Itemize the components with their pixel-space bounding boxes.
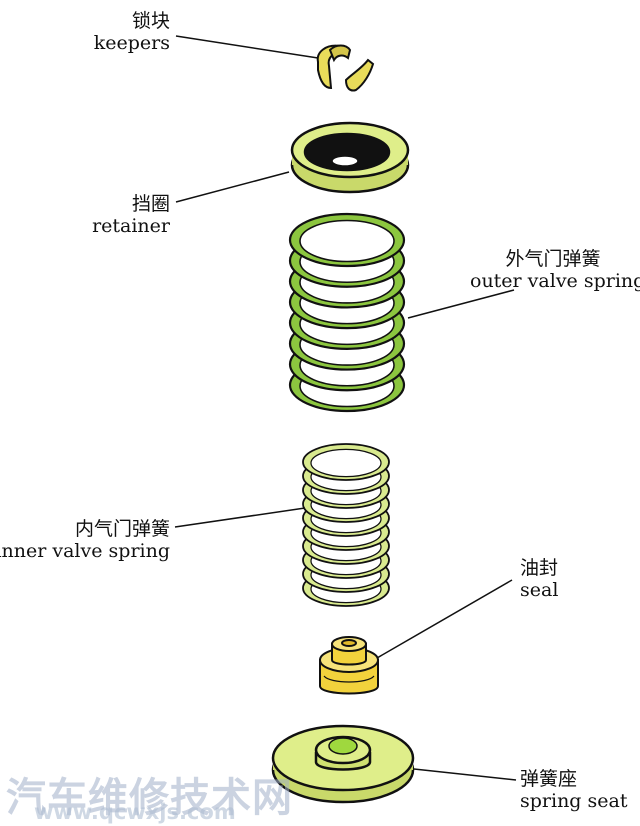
seal-label-zh: 油封	[520, 557, 559, 579]
keepers-label-zh: 锁块	[131, 10, 170, 32]
retainer-part	[290, 121, 410, 194]
leader-lines	[174, 35, 517, 781]
outer-valve-spring-part	[288, 212, 406, 413]
spring-seat-part	[271, 724, 415, 804]
spring-seat-label: 弹簧座 spring seat	[520, 768, 627, 812]
inner-spring-label-en: inner valve spring	[0, 540, 170, 562]
spring-seat-leader	[413, 768, 517, 781]
keepers-label: 锁块 keepers	[94, 10, 170, 54]
watermark-text: 汽车维修技术网	[6, 775, 293, 821]
spring-seat-label-en: spring seat	[520, 790, 628, 812]
retainer-label-zh: 挡圈	[131, 193, 170, 215]
outer-spring-leader	[407, 289, 515, 319]
inner-spring-coil-gap	[310, 448, 382, 478]
outer-spring-label-zh: 外气门弹簧	[505, 248, 601, 270]
inner-spring-label: 内气门弹簧 inner valve spring	[0, 518, 170, 562]
outer-spring-label: 外气门弹簧 outer valve spring	[470, 248, 640, 292]
inner-spring-leader	[174, 507, 306, 528]
inner-spring-label-zh: 内气门弹簧	[74, 518, 170, 540]
keepers-part	[316, 44, 375, 92]
retainer-label: 挡圈 retainer	[92, 193, 170, 237]
retainer-label-en: retainer	[92, 215, 170, 237]
seal-part	[319, 636, 379, 695]
watermark-url: www.qcwxjs.com	[34, 800, 236, 824]
outer-spring-coil-gap	[299, 219, 395, 263]
seal-label-en: seal	[520, 579, 559, 601]
seal-label: 油封 seal	[520, 557, 558, 601]
retainer-leader	[175, 171, 290, 203]
keepers-label-en: keepers	[93, 32, 170, 54]
outer-spring-label-en: outer valve spring	[470, 270, 640, 292]
seal-leader	[376, 579, 513, 659]
inner-valve-spring-part	[302, 443, 390, 607]
keepers-leader	[175, 35, 319, 59]
spring-seat-label-zh: 弹簧座	[520, 768, 578, 790]
